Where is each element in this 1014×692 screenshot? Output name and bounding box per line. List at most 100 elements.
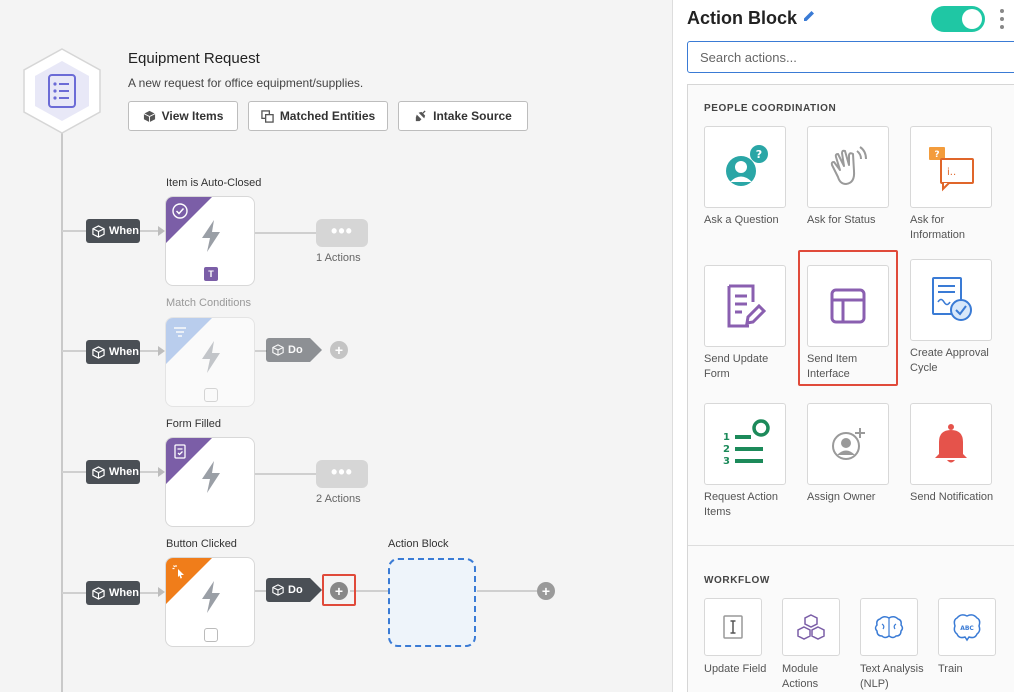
action-label: Ask for Information bbox=[910, 214, 966, 241]
action-label: Request Action Items bbox=[704, 491, 778, 518]
search-actions-input[interactable] bbox=[687, 41, 1014, 73]
enable-toggle[interactable] bbox=[931, 6, 985, 32]
request-title: Equipment Request bbox=[128, 50, 260, 67]
action-label: Train bbox=[938, 663, 963, 675]
highlight-box bbox=[798, 250, 898, 386]
svg-text:1: 1 bbox=[723, 432, 730, 443]
action-tile[interactable] bbox=[704, 265, 786, 347]
when-pill[interactable]: When bbox=[86, 340, 140, 364]
when-label: When bbox=[109, 466, 139, 478]
more-vertical-icon[interactable] bbox=[999, 8, 1005, 30]
intake-source-button[interactable]: Intake Source bbox=[398, 101, 528, 131]
do-label: Do bbox=[288, 584, 303, 596]
action-tile[interactable]: 1 2 3 bbox=[704, 403, 786, 485]
action-label: Ask a Question bbox=[704, 214, 779, 226]
layout-interface-icon bbox=[830, 288, 866, 324]
form-icon bbox=[174, 444, 186, 459]
action-tile[interactable] bbox=[910, 403, 992, 485]
action-tile[interactable]: ABC bbox=[938, 598, 996, 656]
action-label: Send Update Form bbox=[704, 353, 769, 380]
action-tile[interactable] bbox=[807, 126, 889, 208]
action-list: PEOPLE COORDINATION ? Ask a Question Ask… bbox=[687, 84, 1014, 692]
add-next-button[interactable]: + bbox=[537, 582, 555, 600]
flow-trunk-line bbox=[61, 125, 63, 692]
when-pill[interactable]: When bbox=[86, 460, 140, 484]
waving-hand-icon bbox=[830, 146, 867, 185]
card-checkbox[interactable] bbox=[204, 388, 218, 402]
svg-text:ABC: ABC bbox=[960, 625, 974, 632]
svg-text:?: ? bbox=[934, 150, 939, 160]
check-circle-icon bbox=[172, 203, 188, 219]
cube-icon bbox=[272, 344, 284, 356]
cursor-click-icon bbox=[172, 565, 184, 579]
when-pill[interactable]: When bbox=[86, 581, 140, 605]
action-tile[interactable] bbox=[704, 598, 762, 656]
plug-icon bbox=[415, 109, 426, 121]
action-tile[interactable]: ? bbox=[704, 126, 786, 208]
trigger-card[interactable] bbox=[165, 557, 255, 647]
do-label: Do bbox=[288, 344, 303, 356]
action-tile[interactable] bbox=[860, 598, 918, 656]
ask-question-icon: ? bbox=[726, 145, 768, 186]
do-pill[interactable]: Do bbox=[266, 578, 322, 602]
arrow-tip bbox=[158, 346, 165, 356]
approval-document-icon bbox=[932, 277, 972, 321]
info-bubbles-icon: ? i.. bbox=[929, 147, 974, 192]
action-block-dropzone[interactable] bbox=[388, 558, 476, 647]
section-title: WORKFLOW bbox=[704, 575, 770, 586]
action-tile[interactable]: ? i.. bbox=[910, 126, 992, 208]
connector-line bbox=[255, 473, 317, 475]
action-tile[interactable] bbox=[807, 403, 889, 485]
lightning-icon bbox=[202, 461, 220, 493]
card-checkbox[interactable] bbox=[204, 628, 218, 642]
svg-text:2: 2 bbox=[723, 444, 730, 455]
actions-more-button[interactable]: ••• bbox=[316, 219, 368, 247]
cube-icon bbox=[92, 224, 105, 238]
when-label: When bbox=[109, 225, 139, 237]
action-tile[interactable] bbox=[807, 265, 889, 347]
action-label: Ask for Status bbox=[807, 214, 876, 226]
pencil-icon[interactable] bbox=[801, 8, 817, 24]
request-description: A new request for office equipment/suppl… bbox=[128, 76, 364, 90]
matched-entities-button[interactable]: Matched Entities bbox=[248, 101, 388, 131]
workflow-canvas: Equipment Request A new request for offi… bbox=[23, 48, 555, 692]
cube-icon bbox=[92, 345, 105, 359]
when-pill[interactable]: When bbox=[86, 219, 140, 243]
intake-source-label: Intake Source bbox=[433, 109, 512, 123]
add-action-button[interactable]: + bbox=[330, 582, 348, 600]
request-hex-icon bbox=[23, 48, 101, 134]
train-brain-icon: ABC bbox=[953, 614, 981, 642]
cube-icon bbox=[272, 584, 284, 596]
actions-more-button[interactable]: ••• bbox=[316, 460, 368, 488]
add-action-button[interactable]: + bbox=[330, 341, 348, 359]
entities-icon bbox=[261, 109, 274, 123]
section-divider bbox=[688, 545, 1014, 546]
action-panel: Action Block PEOPLE COORDINATION ? Ask a… bbox=[672, 0, 1014, 692]
section-title: PEOPLE COORDINATION bbox=[704, 103, 837, 114]
view-items-button[interactable]: View Items bbox=[128, 101, 238, 131]
trigger-card[interactable] bbox=[165, 437, 255, 527]
action-label: Module Actions bbox=[782, 663, 819, 690]
lightning-icon bbox=[202, 341, 220, 373]
action-tile[interactable] bbox=[910, 259, 992, 341]
connector-line bbox=[255, 590, 267, 592]
arrow-tip bbox=[158, 587, 165, 597]
action-label: Text Analysis (NLP) bbox=[860, 663, 924, 690]
panel-title: Action Block bbox=[687, 8, 798, 28]
action-label: Send Notification bbox=[910, 491, 994, 503]
cube-icon bbox=[92, 465, 105, 479]
trigger-card[interactable] bbox=[165, 317, 255, 407]
action-label: Update Field bbox=[704, 663, 767, 675]
arrow-tip bbox=[158, 226, 165, 236]
svg-text:i..: i.. bbox=[947, 167, 956, 178]
trigger-label: Item is Auto-Closed bbox=[166, 177, 262, 189]
connector-line bbox=[350, 590, 388, 592]
do-pill[interactable]: Do bbox=[266, 338, 322, 362]
trigger-card[interactable]: T bbox=[165, 196, 255, 286]
trigger-label: Button Clicked bbox=[166, 538, 237, 550]
action-label: Send Item Interface bbox=[807, 353, 858, 380]
when-label: When bbox=[109, 346, 139, 358]
action-tile[interactable] bbox=[782, 598, 840, 656]
actions-count: 1 Actions bbox=[316, 252, 361, 264]
action-label: Assign Owner bbox=[807, 491, 876, 503]
